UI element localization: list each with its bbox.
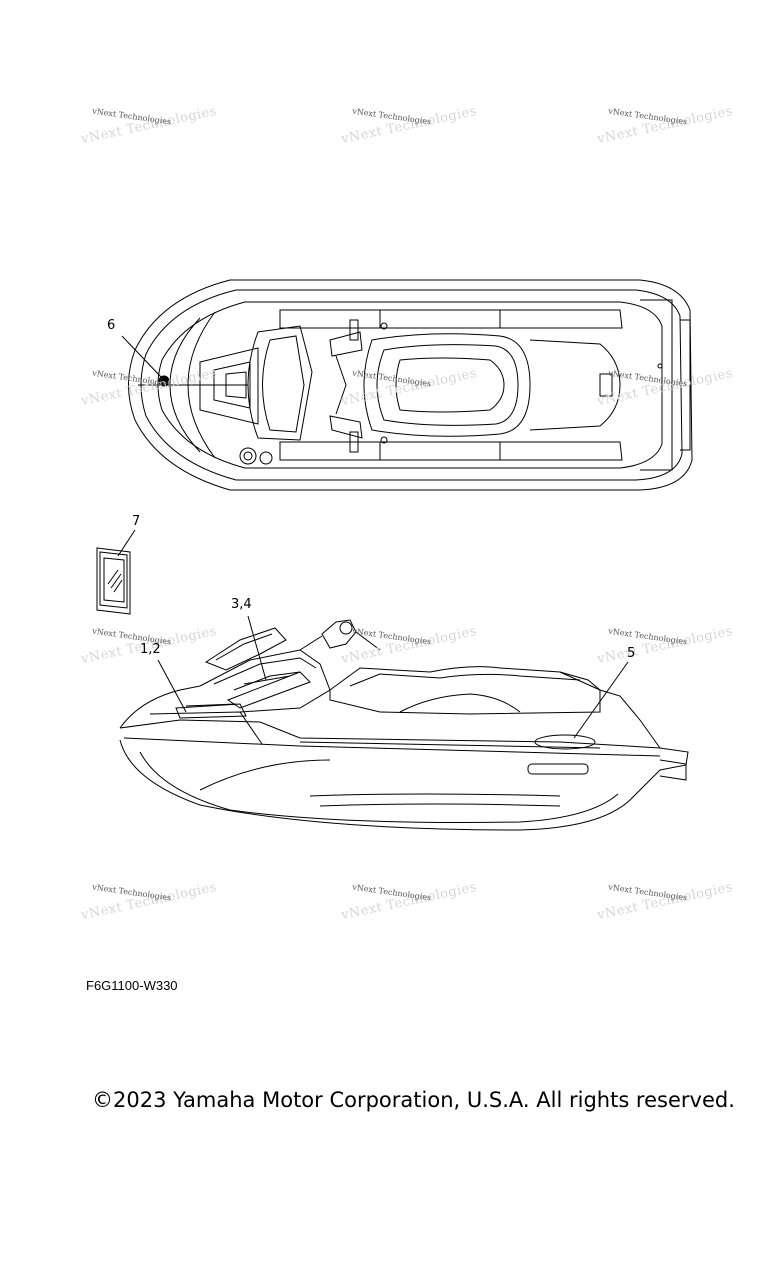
leader-7 [117,529,136,557]
watermark: vNext Technologies vNext Technologies [340,880,478,924]
watermark: vNext Technologies vNext Technologies [80,880,218,924]
callout-6: 6 [107,318,116,333]
watermark: vNext Technologies vNext Technologies [596,104,734,148]
leader-3-4 [247,615,267,681]
watermark: vNext Technologies vNext Technologies [596,624,734,668]
leader-6 [121,335,163,379]
watermark: vNext Technologies vNext Technologies [340,624,478,668]
watermark: vNext Technologies vNext Technologies [80,104,218,148]
leader-1-2 [157,659,187,713]
watermark: vNext Technologies vNext Technologies [80,624,218,668]
leader-5 [573,661,629,739]
callout-7: 7 [132,514,141,529]
side-view-watercraft [119,619,689,831]
watermark: vNext Technologies vNext Technologies [596,366,734,410]
leader-lines [117,335,629,739]
watermark: vNext Technologies vNext Technologies [80,366,218,410]
diagram-part-code: F6G1100-W330 [86,978,178,993]
watermark: vNext Technologies vNext Technologies [340,366,478,410]
copyright-notice: ©2023 Yamaha Motor Corporation, U.S.A. A… [92,1088,735,1112]
callout-3-4: 3,4 [231,597,252,612]
callout-5: 5 [627,646,636,661]
decal-sheet-7 [96,547,131,615]
callout-1-2: 1,2 [140,642,161,657]
top-view-watercraft [128,279,693,491]
watermark: vNext Technologies vNext Technologies [340,104,478,148]
watermark: vNext Technologies vNext Technologies [596,880,734,924]
